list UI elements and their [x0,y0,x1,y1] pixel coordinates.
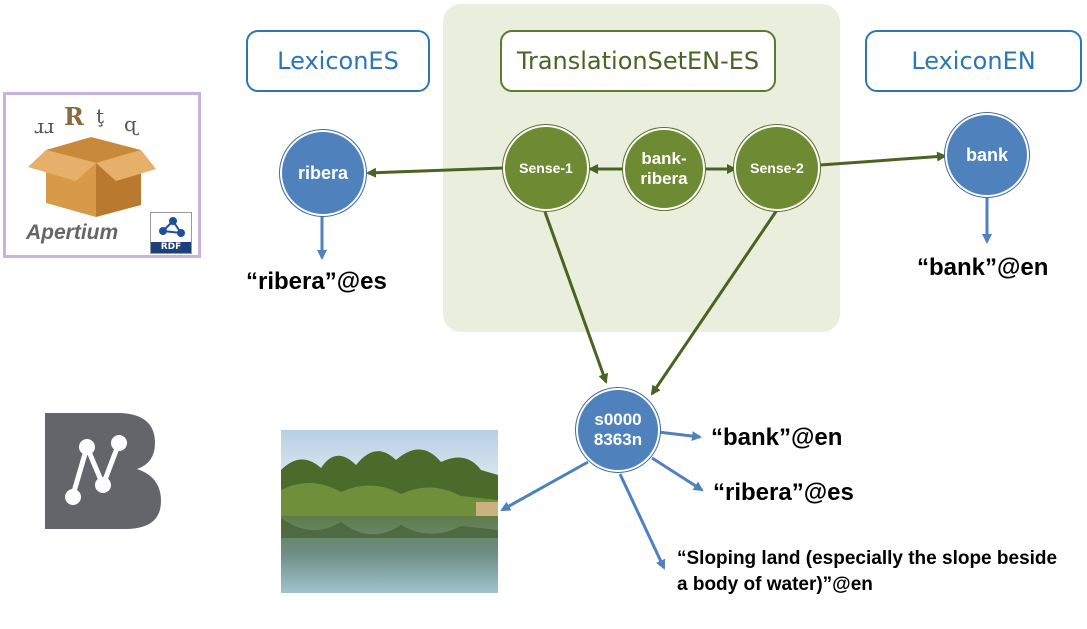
bank-node: bank [945,113,1029,197]
edge-sense1-synset [543,211,609,384]
lexicon-es-label: LexiconES [277,47,399,75]
edge-synset-gloss [618,473,666,570]
svg-text:R: R [64,102,85,131]
lexicon-en-box: LexiconEN [865,30,1082,92]
river-photo [281,430,498,593]
rdf-icon: RDF [150,212,192,254]
apertium-box-icon: ɹɹ R ţ ɋ [28,102,156,217]
translation-set-box: TranslationSetEN-ES [500,30,776,92]
bank-en-literal: “bank”@en [917,254,1049,281]
edge-sense2-synset [650,209,779,396]
translation-set-label: TranslationSetEN-ES [516,47,760,75]
svg-text:ɋ: ɋ [124,112,139,136]
bank-ribera-node: bank-ribera [623,128,705,210]
apertium-logo: ɹɹ R ţ ɋ Apertium RDF [3,92,201,258]
edge-synset-ribera [651,456,704,492]
sense1-node: Sense-1 [503,125,589,211]
lexicon-en-label: LexiconEN [911,47,1036,75]
ribera-es-literal: “ribera”@es [246,268,387,295]
ribera-node-label: ribera [297,162,349,183]
apertium-wordmark: Apertium [26,221,119,244]
babelnet-logo [45,413,161,529]
edge-synset-image [500,460,589,512]
sense1-node-label: Sense-1 [519,159,573,176]
svg-text:ɹɹ: ɹɹ [34,114,54,138]
edge-sense1-ribera [366,166,504,178]
edge-sense2-bank [819,151,947,167]
synset-ribera-literal: “ribera”@es [713,479,854,506]
ribera-node: ribera [280,130,366,216]
sense2-node: Sense-2 [734,125,820,211]
synset-node: s0000 8363n [576,388,660,472]
synset-bank-literal: “bank”@en [711,424,843,451]
bank-node-label: bank [965,144,1008,165]
lexicon-es-box: LexiconES [246,30,430,92]
bank-ribera-node-label: bank-ribera [640,149,688,188]
gloss-literal: “Sloping land (especially the slope besi… [677,548,1058,595]
svg-text:ţ: ţ [96,104,104,128]
rdf-label: RDF [151,242,191,253]
synset-node-label: s0000 8363n [593,410,643,449]
sense2-node-label: Sense-2 [750,159,804,176]
edge-synset-bank [657,430,702,442]
